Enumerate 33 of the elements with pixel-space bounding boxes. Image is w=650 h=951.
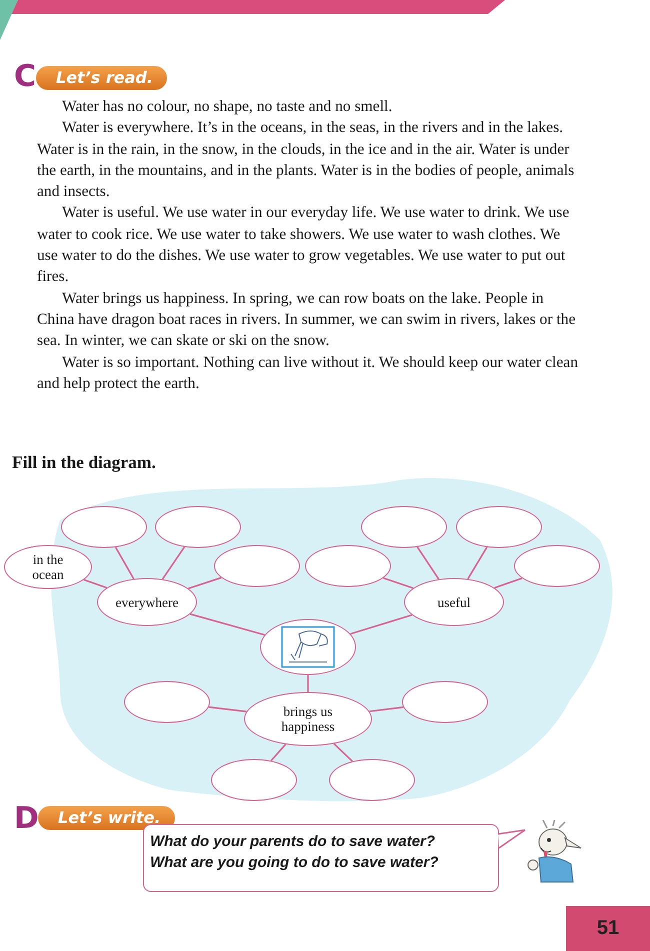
paragraph: Water has no colour, no shape, no taste and no smell. [61,97,394,117]
node-text: useful [438,594,470,610]
paragraph: Water is so important. Nothing can live without it. We should keep our water clean and help protect the earth. [37,352,580,394]
question-text: What are you going to do to save water? [150,853,438,873]
node-text: everywhere [116,594,178,610]
topic-ellipse [4,545,92,589]
connector-line [416,546,440,580]
connector-line [494,577,522,589]
connector-line [208,706,247,712]
connector-line [467,546,488,580]
connector-line [383,577,414,589]
paragraph: Water is useful. We use water in our everyday life. We use water to drink. We use water to cook rice. We use water to take showers. We use water to wash clothes. We use water to do the dishes. We use water to grow vegetables. We use water to put out fires. [37,203,570,288]
connector-line [114,546,134,580]
section-heading: Let’s read. [36,66,167,90]
connector-line [270,744,286,762]
connector-line [162,546,186,580]
paragraph: Water brings us happiness. In spring, we can row boats on the lake. People in China have dragon boat races in rivers. In summer, we can swim in rivers, lakes or the sea. In winter, we can skate or ski on the snow. [37,288,576,352]
connector-line [369,706,404,712]
connector-line [84,578,107,589]
node-text: in the ocean [31,552,65,582]
connector-line [307,675,309,692]
connector-line [190,613,265,636]
section-letter: D [14,804,39,834]
page-number: 51 [566,906,650,951]
question-text: What do your parents do to save water? [150,832,436,852]
section-heading: Let’s write. [38,806,175,830]
connector-line [350,614,412,635]
connector-line [333,743,353,762]
node-text: brings us happiness [280,704,336,734]
instruction-heading: Fill in the diagram. [12,452,156,473]
connector-line [188,576,222,590]
paragraph: Water is everywhere. It’s in the oceans, in the seas, in the rivers and in the lakes. Water is in the rain, in the snow, in the clouds, in the ice and in the air. Water is under the earth, in the mountains, and in the plants. Water is in the bodies of people, animals and insects. [37,118,576,202]
section-letter: C [14,62,36,92]
